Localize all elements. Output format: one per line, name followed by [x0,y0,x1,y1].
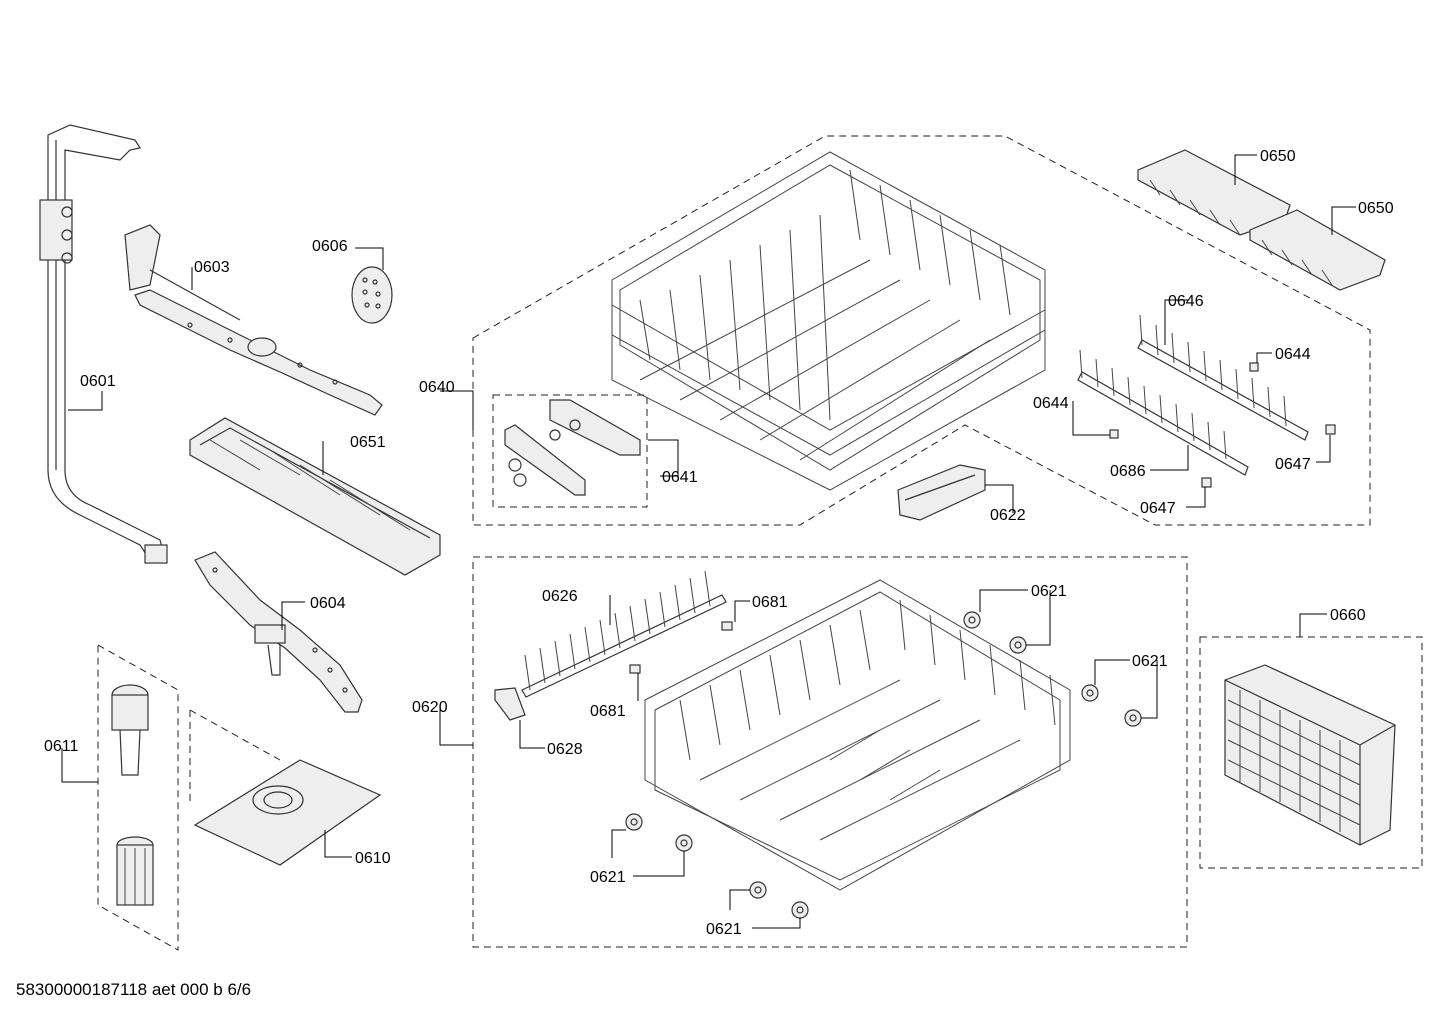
upper-spray-arm-part [124,224,383,416]
label-0621-right: 0621 [1132,653,1168,670]
label-0644-left: 0644 [1033,395,1069,412]
filter-group-frame [97,644,179,951]
label-0626: 0626 [542,588,578,605]
label-0606: 0606 [312,238,348,255]
label-0640: 0640 [419,379,455,396]
holder-part [494,687,526,721]
label-0620: 0620 [412,699,448,716]
label-0622: 0622 [990,507,1026,524]
lower-basket-group-frame [472,556,1188,948]
clip-part-4 [1201,477,1212,488]
rail-group-frame [492,394,648,508]
tine-row-part-upper [1137,314,1309,441]
clip-part-1 [1249,362,1259,372]
label-0686: 0686 [1110,463,1146,480]
label-0628: 0628 [547,741,583,758]
wheel-part-1 [963,611,981,629]
wheel-part-8 [791,901,809,919]
label-0621-left: 0621 [590,869,626,886]
label-0603: 0603 [194,259,230,276]
lower-basket-part [644,579,1071,891]
label-0650-lower: 0650 [1358,200,1394,217]
folding-rack-part-2 [1249,209,1386,291]
upper-basket-part [611,151,1046,491]
upper-basket-group-frame [472,135,1371,526]
filter-guide-line [189,709,281,805]
label-0621-bottom: 0621 [706,921,742,938]
label-0681-upper: 0681 [752,594,788,611]
leader-lines [61,154,1356,929]
wheel-part-3 [1081,684,1099,702]
cutlery-basket-frame [1199,636,1423,869]
flat-filter-part [193,759,382,866]
label-0611: 0611 [44,738,79,755]
label-0660: 0660 [1330,607,1366,624]
label-0621-top: 0621 [1031,583,1067,600]
basket-handle-part [897,464,986,521]
label-0650-upper: 0650 [1260,148,1296,165]
supply-pipe-part [39,124,168,564]
filter-disc-part [351,266,393,324]
label-0604: 0604 [310,595,346,612]
label-0647-lower: 0647 [1140,500,1176,517]
cutlery-tray-part [189,417,441,576]
tine-row-part-lower [1077,349,1249,476]
lower-spray-arm-part [194,551,363,713]
basket-rail-part [504,399,641,496]
wheel-part-6 [675,834,693,852]
label-0651: 0651 [350,434,386,451]
label-0646: 0646 [1168,293,1204,310]
wheel-part-2 [1009,636,1027,654]
lower-clip-part-2 [629,664,641,674]
wheel-part-4 [1124,709,1142,727]
wheel-part-7 [749,881,767,899]
label-0647-right: 0647 [1275,456,1311,473]
label-0644-right: 0644 [1275,346,1311,363]
wheel-part-5 [625,813,643,831]
label-0681-lower: 0681 [590,703,626,720]
lower-clip-part-1 [721,621,733,631]
cutlery-basket-part [1224,664,1396,846]
lower-tine-row-part [521,570,727,698]
clip-part-3 [1325,424,1336,435]
clip-part-2 [1109,429,1119,439]
document-footer-code: 58300000187118 aet 000 b 6/6 [16,980,252,999]
label-0641: 0641 [662,469,698,486]
label-0601: 0601 [80,373,116,390]
fine-filter-part [111,684,154,906]
label-0610: 0610 [355,850,391,867]
